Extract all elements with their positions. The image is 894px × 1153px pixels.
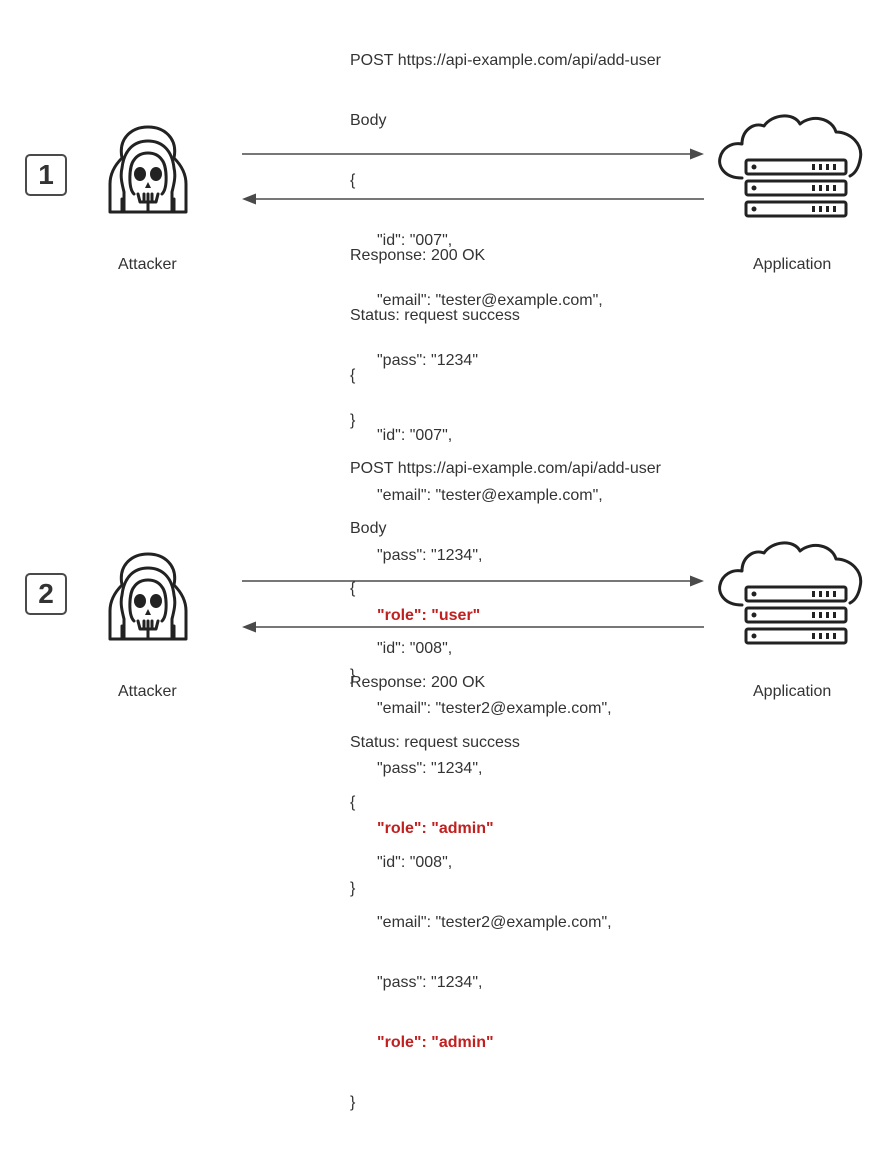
json-field: "pass": "1234" [377,352,478,369]
request-body: POST https://api-example.com/api/add-use… [350,11,661,471]
response-status-code-line: Response: 200 OK [350,247,486,264]
request-body-label: Body [350,112,387,129]
response-status-line: Status: request success [350,307,520,324]
close-brace: } [350,412,356,429]
close-brace: } [350,1094,356,1111]
cloud-server-application-icon [718,114,863,218]
application-label: Application [753,256,832,273]
json-field: "email": "tester@example.com", [377,487,603,504]
json-field: "pass": "1234", [377,760,483,777]
step-badge: 2 [25,573,67,615]
request-body-label: Body [350,520,387,537]
attacker-label: Attacker [118,683,177,700]
json-field: "pass": "1234", [377,974,483,991]
json-field: "email": "tester2@example.com", [377,914,612,931]
scenario-1: 1 Attacker Application [0,0,894,684]
request-method-line: POST https://api-example.com/api/add-use… [350,460,661,477]
json-field: "id": "008", [377,640,453,657]
hooded-skull-attacker-icon [108,552,188,641]
response-status-code-line: Response: 200 OK [350,674,486,691]
json-field: "id": "007", [377,232,453,249]
request-method-line: POST https://api-example.com/api/add-use… [350,52,661,69]
open-brace: { [350,794,356,811]
json-field-role-highlighted: "role": "admin" [377,1034,494,1051]
json-field: "email": "tester2@example.com", [377,700,612,717]
json-field: "id": "007", [377,427,453,444]
application-label: Application [753,683,832,700]
attacker-label: Attacker [118,256,177,273]
cloud-server-application-icon [718,541,863,645]
open-brace: { [350,367,356,384]
json-field: "pass": "1234", [377,547,483,564]
step-badge: 1 [25,154,67,196]
response-body: Response: 200 OK Status: request success… [350,206,603,726]
response-body: Response: 200 OK Status: request success… [350,633,612,1153]
hooded-skull-attacker-icon [108,125,188,214]
close-brace: } [350,667,356,684]
scenario-2: 2 Attacker Application [0,428,894,1111]
json-field: "email": "tester@example.com", [377,292,603,309]
open-brace: { [350,172,356,189]
json-field: "id": "008", [377,854,453,871]
response-status-line: Status: request success [350,734,520,751]
open-brace: { [350,580,356,597]
json-field-role-highlighted: "role": "user" [377,607,481,624]
